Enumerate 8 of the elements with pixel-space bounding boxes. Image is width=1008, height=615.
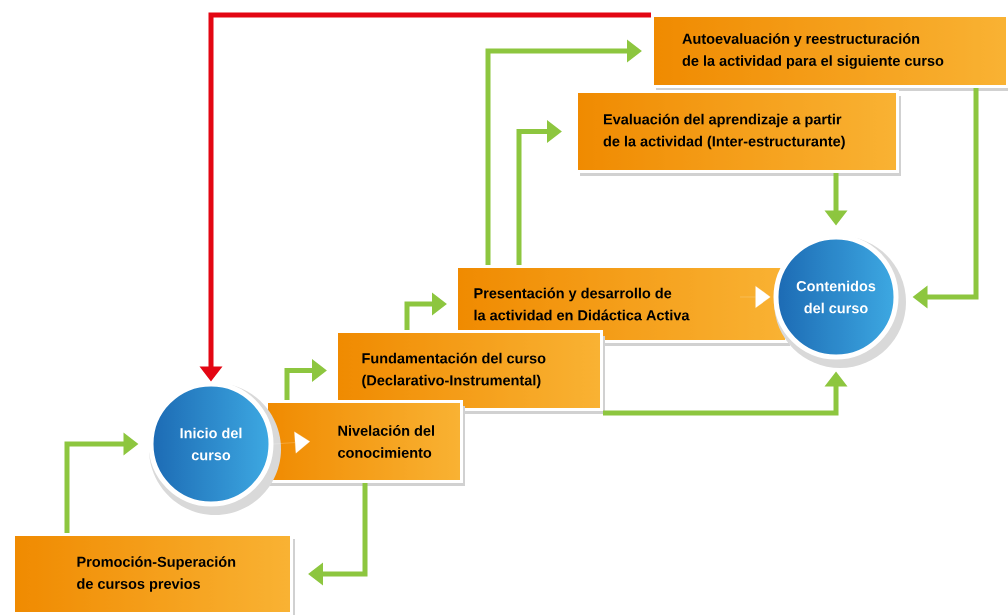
- process-box: Autoevaluación y reestructuración de la actividad para el siguiente curso: [651, 14, 1008, 91]
- process-box: Evaluación del aprendizaje a partir de la actividad (Inter-estructurante): [575, 90, 901, 176]
- direction-arrow: [739, 286, 771, 308]
- circle-node: Inicio del curso: [148, 381, 281, 515]
- process-box: Fundamentación del curso (Declarativo-Instrumental): [335, 330, 605, 414]
- process-box: Promoción-Superación de cursos previos: [12, 533, 295, 615]
- process-box: Nivelación del conocimiento: [265, 400, 465, 486]
- circle-node: Contenidos del curso: [773, 234, 906, 368]
